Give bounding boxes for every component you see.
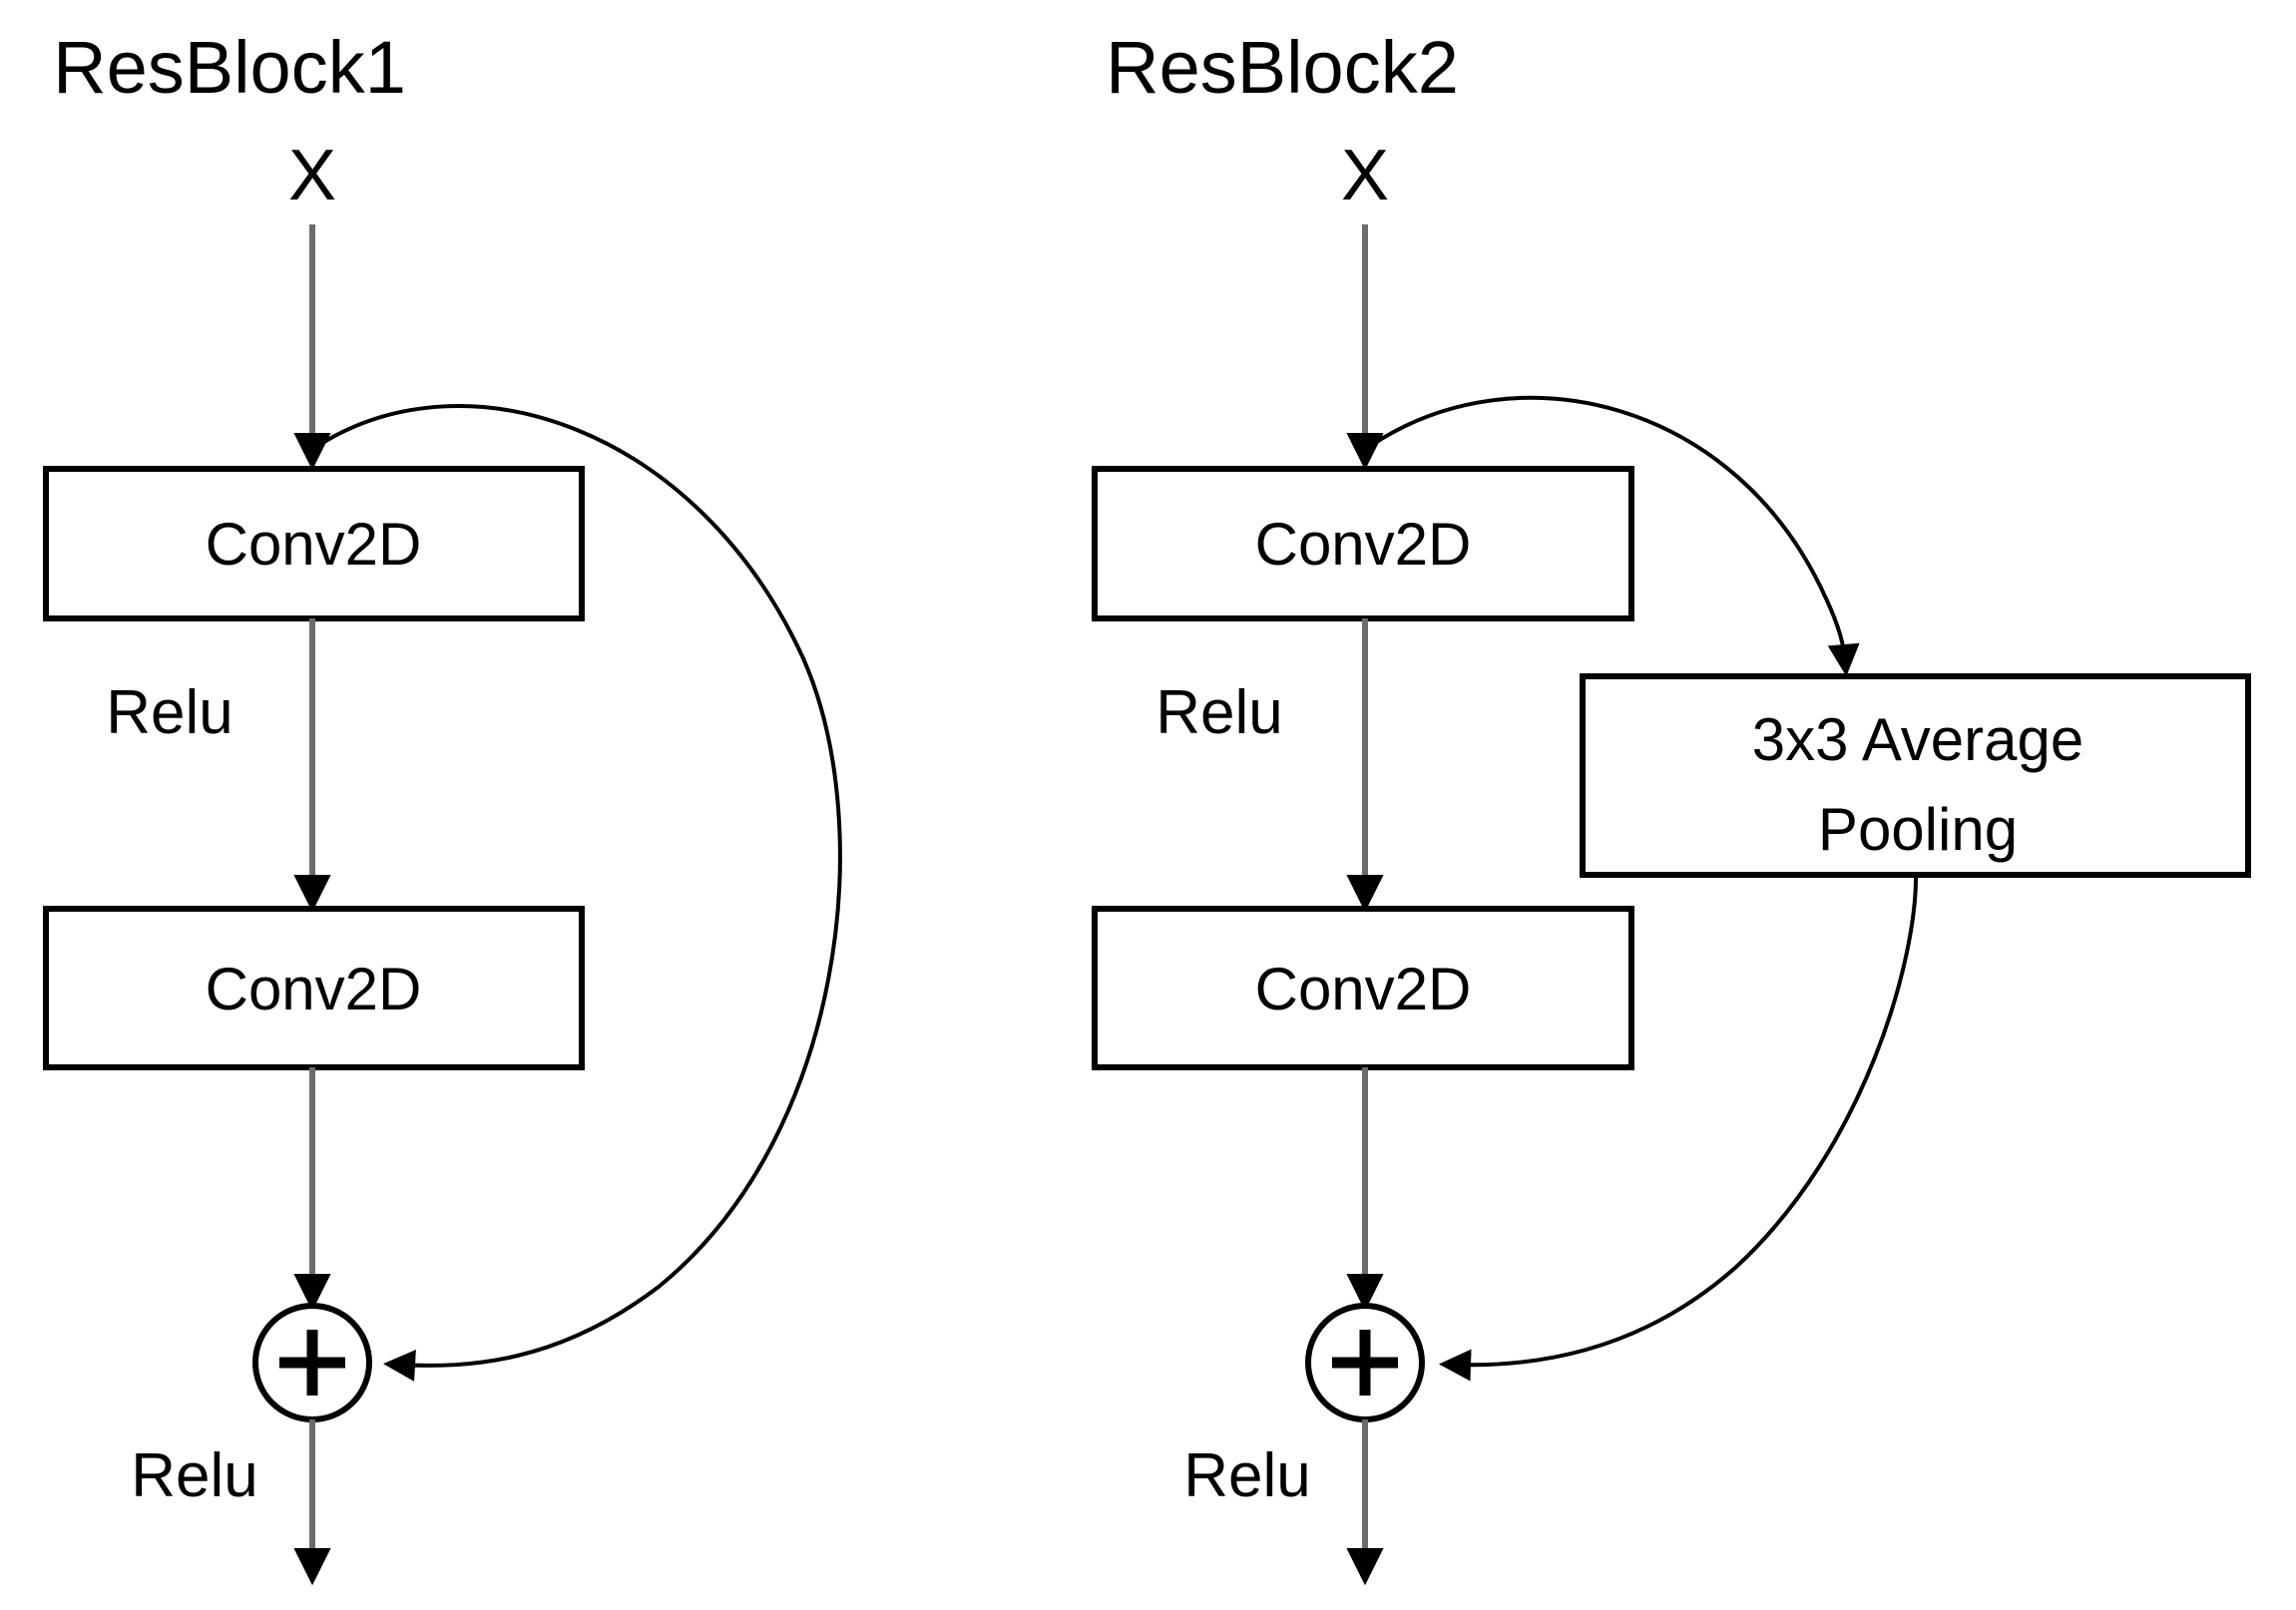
resblock1-conv2d-2-box — [43, 906, 585, 1070]
resblock2-relu-1-label: Relu — [1155, 678, 1283, 747]
resblock1-conv2d-2-label: Conv2D — [206, 956, 422, 1022]
resblock2-conv2d-1-box — [1092, 466, 1634, 621]
resblock2-avgpool-box — [1580, 673, 2251, 878]
resblock1-conv2d-1-label: Conv2D — [206, 511, 422, 578]
resblock1-relu-1-label: Relu — [106, 678, 233, 747]
resblock2-skip-to-pooling — [1370, 395, 1860, 676]
resblock1-relu-2-label: Relu — [131, 1441, 258, 1510]
resblock2-relu-2-label: Relu — [1183, 1441, 1311, 1510]
resblock2-conv2d-1-label: Conv2D — [1255, 511, 1472, 578]
resblock1-input-label: X — [288, 136, 336, 215]
resblock2-group: ResBlock2 X Conv2D Relu Conv2D Relu — [1092, 26, 2251, 1586]
resblock2-input-label: X — [1341, 136, 1389, 215]
resblock1-skip-connection — [317, 404, 842, 1382]
resblock2-conv2d-2-label: Conv2D — [1255, 956, 1472, 1022]
resblock1-title: ResBlock1 — [53, 26, 406, 109]
resblock2-avgpool-label-line2: Pooling — [1818, 796, 2018, 863]
resblock2-conv2d-2-box — [1092, 906, 1634, 1070]
resblock2-title: ResBlock2 — [1106, 26, 1459, 109]
resblock2-pooling-to-sum — [1439, 874, 1919, 1382]
resblock1-group: ResBlock1 X Conv2D Relu Conv2D Relu — [43, 26, 842, 1586]
resblock2-avgpool-label-line1: 3x3 Average — [1752, 706, 2084, 773]
